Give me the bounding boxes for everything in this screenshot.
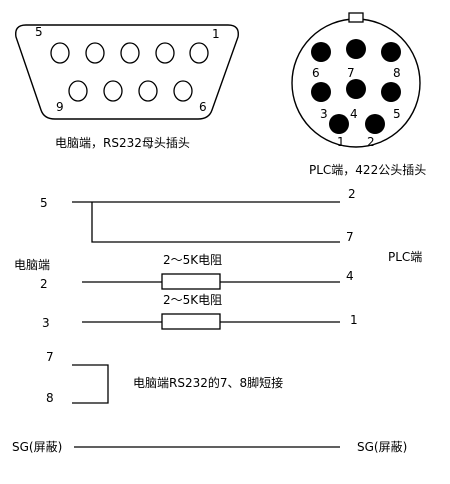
resistor-1-label: 2～5K电阻 [163, 253, 222, 267]
din8-pins [311, 39, 401, 134]
db9-connector-shell [15, 24, 239, 120]
db9-pin-hole [103, 80, 123, 102]
resistor-2 [161, 313, 221, 330]
plc-side-label: PLC端 [388, 250, 422, 264]
din8-pin [329, 114, 349, 134]
db9-pin-label-5: 5 [35, 25, 43, 39]
resistor-2-label: 2～5K电阻 [163, 293, 222, 307]
plc-pin-1-label: 1 [350, 313, 358, 327]
db9-pin-hole [68, 80, 88, 102]
db9-pin-label-1: 1 [212, 27, 220, 41]
din8-pin [381, 82, 401, 102]
db9-pin-label-6: 6 [199, 100, 207, 114]
din8-caption: PLC端，422公头插头 [309, 163, 426, 177]
db9-pin-hole [189, 42, 209, 64]
din8-pin-label-2: 2 [367, 135, 375, 149]
sg-left-label: SG(屏蔽) [12, 440, 62, 454]
din8-pin-label-8: 8 [393, 66, 401, 80]
db9-pin-label-9: 9 [56, 100, 64, 114]
plc-pin-7-label: 7 [346, 230, 354, 244]
din8-pin-label-6: 6 [312, 66, 320, 80]
resistor-1 [161, 273, 221, 290]
din8-pin [346, 79, 366, 99]
pc-pin-7-label: 7 [46, 350, 54, 364]
db9-pin-hole [173, 80, 193, 102]
din8-pin-label-1: 1 [337, 135, 345, 149]
din8-pin [365, 114, 385, 134]
db9-pin-hole [50, 42, 70, 64]
plc-pin-2-label: 2 [348, 187, 356, 201]
din8-pin-label-3: 3 [320, 107, 328, 121]
sg-right-label: SG(屏蔽) [357, 440, 407, 454]
short-note: 电脑端RS232的7、8脚短接 [133, 375, 283, 390]
pc-pin-8-label: 8 [46, 391, 54, 405]
db9-bottom-pins [68, 80, 193, 102]
din8-pin-label-5: 5 [393, 107, 401, 121]
short-7-8-wire [72, 364, 109, 404]
din8-pin-label-7: 7 [347, 66, 355, 80]
db9-pin-hole [138, 80, 158, 102]
plc-pin-4-label: 4 [346, 269, 354, 283]
db9-pin-hole [120, 42, 140, 64]
db9-top-pins [50, 42, 209, 64]
wire-5-to-7 [91, 202, 340, 243]
pc-pin-2-label: 2 [40, 277, 48, 291]
db9-pin-hole [155, 42, 175, 64]
pc-side-label: 电脑端 [14, 258, 50, 272]
pc-pin-3-label: 3 [42, 316, 50, 330]
db9-pin-hole [85, 42, 105, 64]
din8-pin-label-4: 4 [350, 107, 358, 121]
din8-pin [346, 39, 366, 59]
din8-key-notch [348, 12, 364, 23]
din8-pin [311, 82, 331, 102]
din8-pin [381, 42, 401, 62]
din8-pin [311, 42, 331, 62]
pc-pin-5-label: 5 [40, 196, 48, 210]
db9-caption: 电脑端，RS232母头插头 [55, 136, 190, 150]
